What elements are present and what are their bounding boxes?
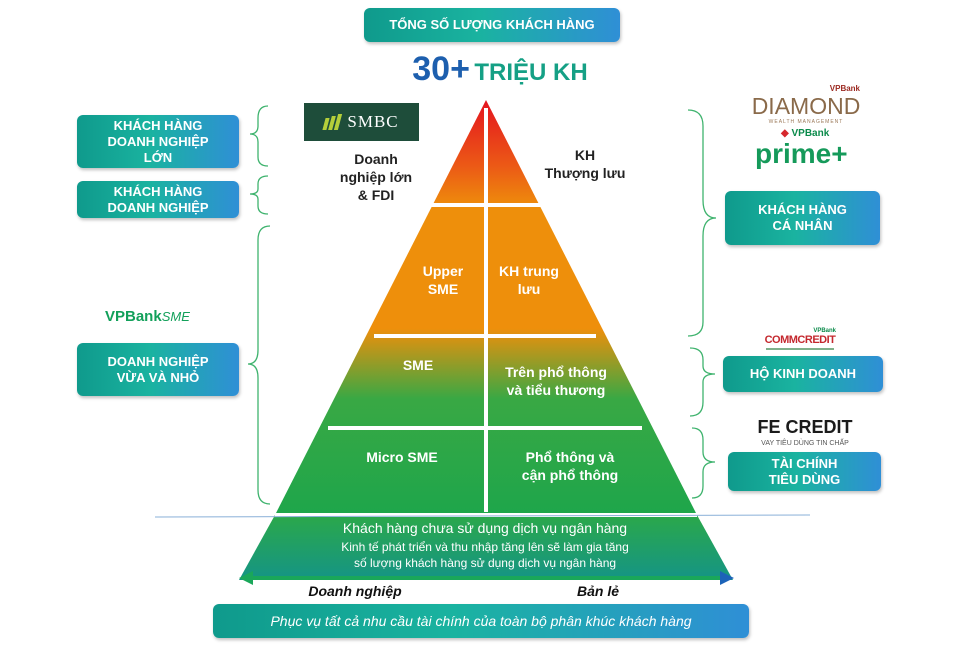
diamond-vpbank-text: VPBank: [829, 84, 860, 93]
axis-label-corporate: Doanh nghiệp: [308, 583, 402, 599]
prime-vpbank-text: ◆ VPBank: [781, 128, 830, 139]
total-number: 30+: [412, 50, 470, 88]
label-unbanked: Khách hàng chưa sử dụng dịch vụ ngân hàn…: [342, 520, 628, 536]
commcredit-vpbank-text: VPBank: [813, 328, 836, 334]
commcredit-text: COMMCREDIT: [764, 334, 836, 346]
horizon-line: [154, 514, 811, 518]
axis-label-retail: Bản lẻ: [576, 583, 619, 599]
total-unit: TRIỆU KH: [474, 59, 588, 86]
prime-text: prime+: [755, 138, 848, 169]
footer-banner: Phục vụ tất cả nhu cầu tài chính của toà…: [213, 604, 749, 638]
segment-individual: KHÁCH HÀNG CÁ NHÂN: [725, 191, 880, 245]
smbc-leaf-icon: [322, 114, 343, 130]
vpbank-sme-suffix: SME: [161, 309, 190, 324]
commcredit-underline: [766, 348, 834, 350]
diamond-text: DIAMOND: [751, 93, 861, 119]
axis-arrow-left: [239, 571, 253, 585]
brace-large-corporate: [249, 105, 269, 167]
fe-credit-logo: FE CREDIT VAY TIÊU DÙNG TIN CHẤP: [745, 417, 865, 449]
fe-credit-text: FE CREDIT: [757, 417, 853, 437]
pyramid-base: [239, 515, 733, 580]
segment-sme: DOANH NGHIỆP VỪA VÀ NHỎ: [77, 343, 239, 396]
brace-individual: [687, 109, 717, 337]
segment-large-corporate: KHÁCH HÀNG DOANH NGHIỆP LỚN: [77, 115, 239, 168]
label-growth-line2: số lượng khách hàng sử dụng dịch vụ ngân…: [353, 556, 617, 570]
smbc-text: SMBC: [347, 112, 399, 131]
label-upper-sme: Upper SME: [422, 263, 464, 297]
label-sme: SME: [402, 357, 434, 373]
brace-consumer-finance: [691, 427, 716, 499]
prime-star-icon: ◆: [781, 128, 789, 139]
total-customers-label: TỔNG SỐ LƯỢNG KHÁCH HÀNG: [364, 8, 620, 42]
label-micro-sme: Micro SME: [366, 449, 438, 465]
label-above-mass: Trên phổ thông và tiểu thương: [505, 364, 607, 398]
vpbank-sme-logo: VPBankSME: [105, 308, 215, 328]
vpbank-sme-main: VPBank: [105, 308, 162, 325]
brace-corporate: [249, 175, 269, 215]
prime-logo: ◆ VPBank prime+: [755, 128, 865, 172]
commcredit-logo: VPBank COMMCREDIT: [760, 328, 840, 352]
brace-sme: [247, 225, 271, 505]
smbc-logo: SMBC: [304, 103, 419, 141]
label-middle-class: KH trung lưu: [499, 263, 559, 297]
segment-corporate: KHÁCH HÀNG DOANH NGHIỆP: [77, 181, 239, 218]
label-growth-line1: Kinh tế phát triển và thu nhập tăng lên …: [341, 540, 629, 554]
total-customers-value: 30+ TRIỆU KH: [380, 50, 620, 90]
diamond-subtext: WEALTH MANAGEMENT: [768, 119, 844, 125]
label-mass-market: Phổ thông và cận phổ thông: [521, 449, 619, 483]
segment-household: HỘ KINH DOANH: [723, 356, 883, 392]
segment-consumer-finance: TÀI CHÍNH TIÊU DÙNG: [728, 452, 881, 491]
label-high-net-worth: KH Thượng lưu: [544, 147, 626, 181]
fe-credit-tagline: VAY TIÊU DÙNG TIN CHẤP: [761, 440, 849, 447]
label-large-fdi: Doanh nghiệp lớn & FDI: [339, 151, 413, 203]
diamond-logo: VPBank DIAMOND WEALTH MANAGEMENT: [746, 84, 866, 128]
axis-arrow-right: [720, 571, 734, 585]
brace-household: [689, 347, 716, 417]
